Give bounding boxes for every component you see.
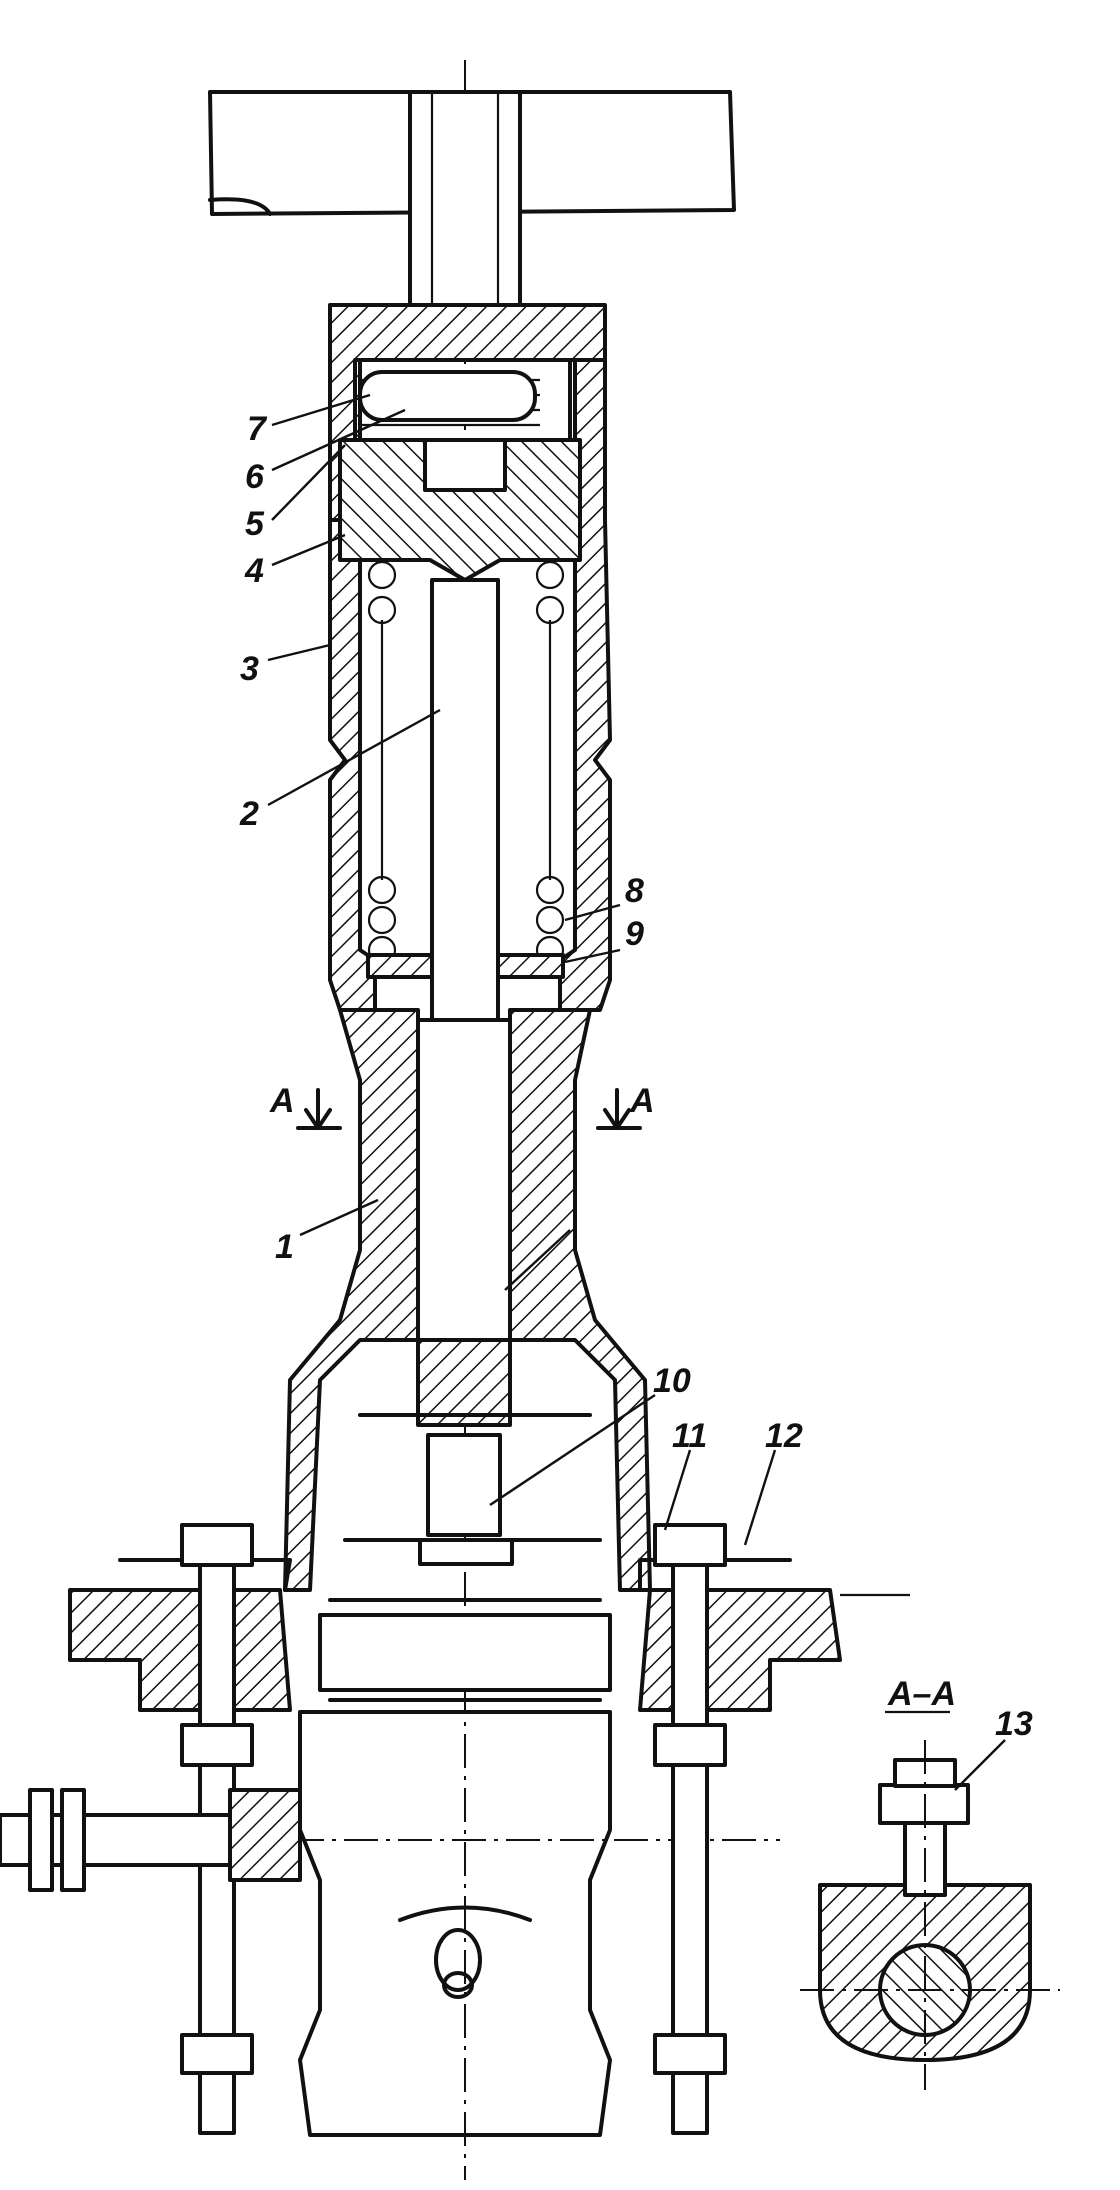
section-view-title: A–A	[887, 1675, 956, 1713]
callout-2: 2	[239, 795, 259, 833]
valve-body	[283, 1008, 652, 1592]
inner-cavity	[318, 1413, 612, 1702]
section-cut-left	[296, 1088, 342, 1130]
leader-lines	[267, 393, 1006, 1791]
callout-12: 12	[765, 1417, 803, 1455]
callout-11: 11	[672, 1417, 707, 1455]
side-connection	[0, 1788, 302, 1892]
callout-6: 6	[245, 458, 265, 496]
stem-upper	[408, 90, 522, 344]
section-cut-right	[596, 1088, 642, 1130]
handwheel-bar	[208, 90, 736, 216]
spindle	[416, 578, 512, 1352]
callout-4: 4	[244, 552, 264, 590]
callout-3: 3	[240, 650, 259, 688]
cross-pin	[358, 370, 537, 422]
callout-5: 5	[245, 505, 265, 543]
callout-10: 10	[653, 1362, 691, 1400]
callout-8: 8	[625, 872, 644, 910]
flange-bolts	[180, 1523, 727, 1727]
section-marker-right: A	[629, 1082, 655, 1120]
callout-13: 13	[995, 1705, 1033, 1743]
callout-labels: 7 6 5 4 3 2 8 9 1 10 11 12 13 A A A–A	[239, 410, 1033, 1743]
stem-bottom-nut	[416, 1338, 514, 1566]
callout-7: 7	[247, 410, 268, 448]
callout-9: 9	[625, 915, 644, 953]
section-marker-left: A	[269, 1082, 295, 1120]
lower-studs	[180, 1723, 727, 2135]
section-aa-view	[800, 1740, 1060, 2090]
callout-1: 1	[275, 1228, 294, 1266]
